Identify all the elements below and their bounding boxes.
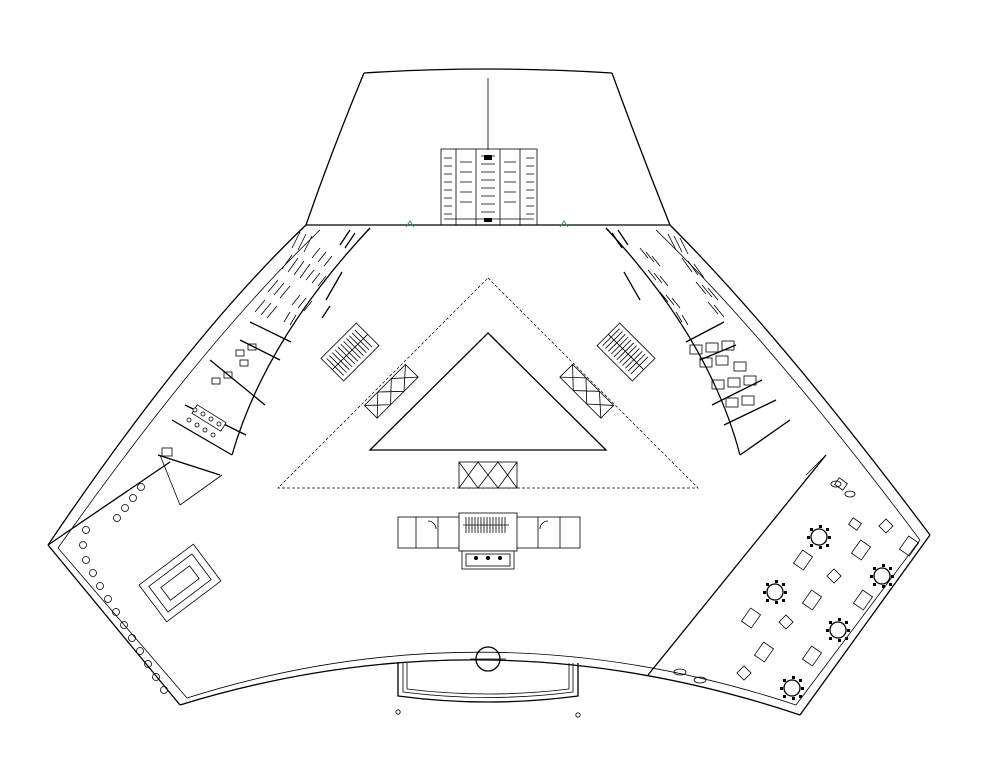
door-marker-icon xyxy=(405,220,569,228)
meeting-table-icon xyxy=(186,404,227,438)
column-icon xyxy=(79,483,168,694)
elevator-icon[interactable] xyxy=(363,363,419,419)
square-table-icon xyxy=(736,518,894,681)
south-entrance xyxy=(395,646,581,718)
escalator-icon[interactable] xyxy=(596,322,656,382)
west-office-wing xyxy=(157,229,356,506)
southwest-hall xyxy=(79,483,222,694)
office-desks-icon xyxy=(611,229,725,326)
sofa-icon xyxy=(673,480,856,684)
east-office-wing xyxy=(611,229,791,456)
office-desks-icon xyxy=(161,343,257,457)
elevator-icon[interactable] xyxy=(458,461,518,489)
reception-desk-icon xyxy=(138,543,222,623)
office-desks-icon xyxy=(254,229,356,326)
central-atrium xyxy=(277,277,699,489)
southeast-dining xyxy=(673,477,920,700)
escalator-icon[interactable] xyxy=(463,517,509,533)
escalator-icon[interactable] xyxy=(320,322,380,382)
bollard-icon xyxy=(575,712,581,718)
bollard-icon xyxy=(395,709,401,715)
central-service-block xyxy=(397,512,581,570)
outer-building-outline xyxy=(47,68,931,716)
round-table-icon xyxy=(766,528,891,697)
workstation-icon xyxy=(689,340,757,408)
chair-icon xyxy=(763,525,894,700)
north-restroom-block xyxy=(440,148,538,226)
elevator-icon[interactable] xyxy=(559,363,615,419)
toilet-stalls-icon xyxy=(444,155,534,220)
